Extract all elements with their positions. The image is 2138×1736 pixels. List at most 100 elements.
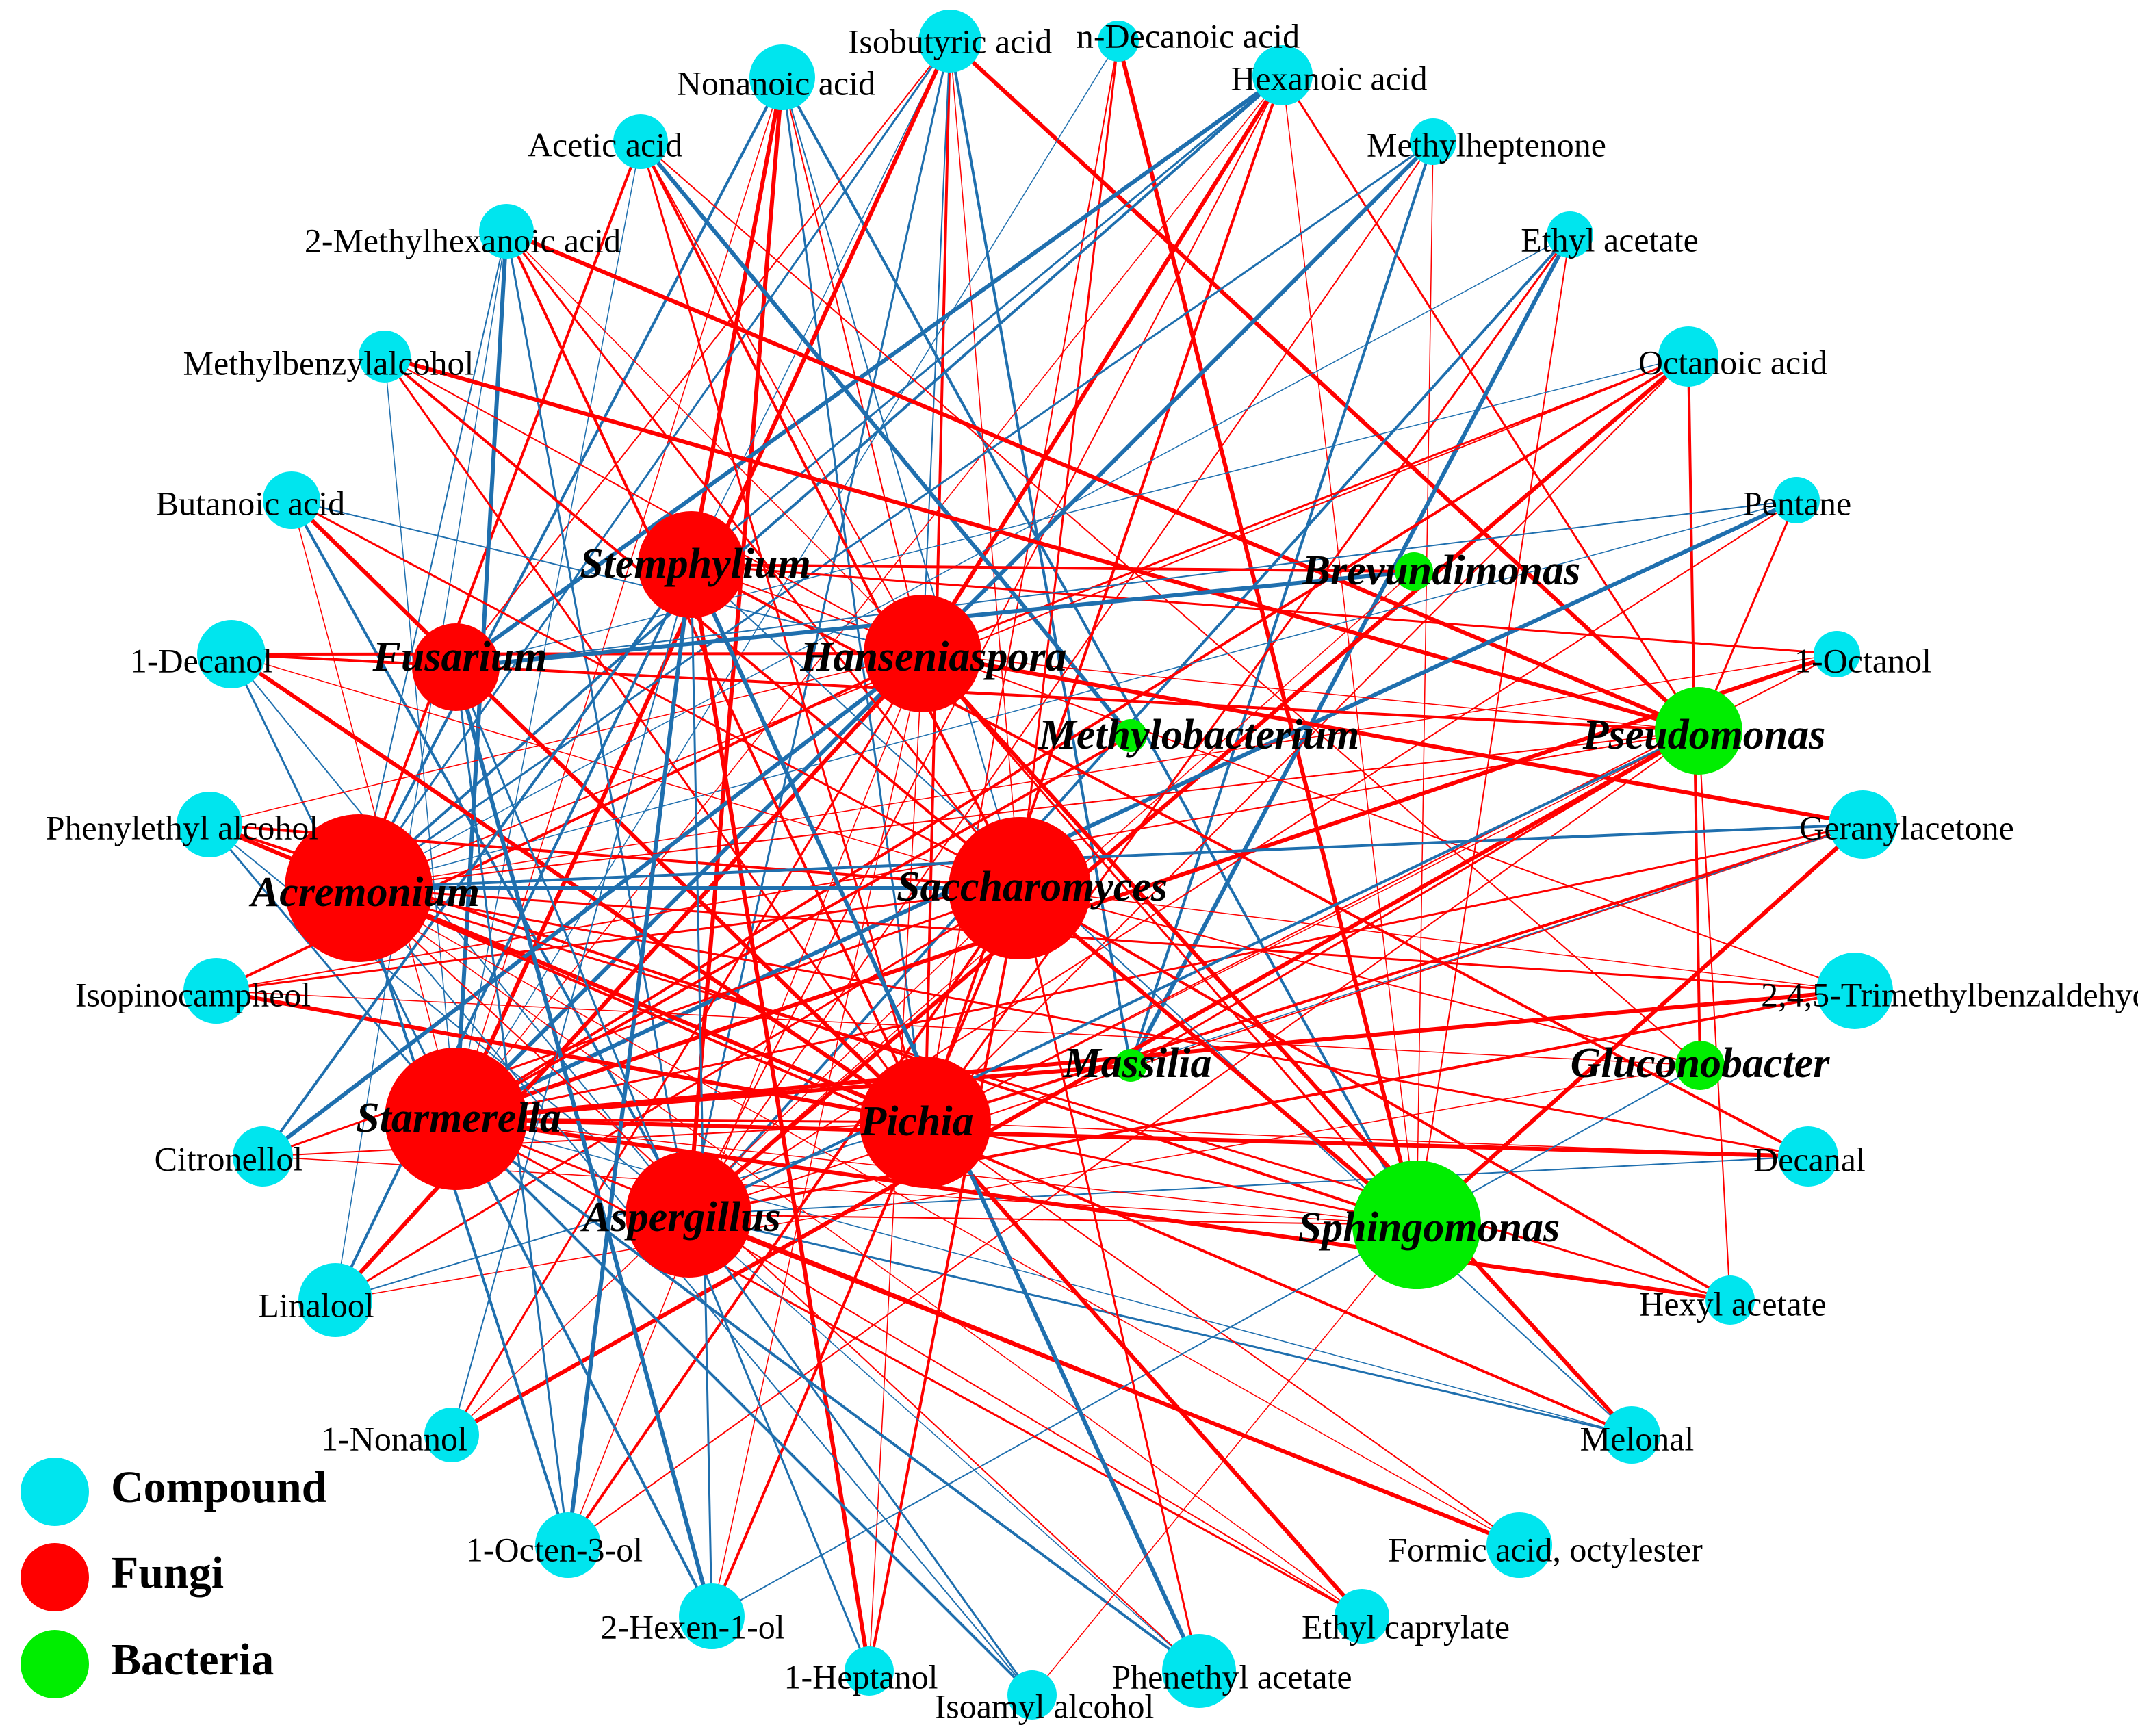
node-geranylacetone[interactable] <box>1829 790 1897 859</box>
node-butanoic[interactable] <box>263 471 320 529</box>
node-isoamyl[interactable] <box>1007 1670 1057 1720</box>
edge-butanoic-aspergillus <box>290 499 690 1216</box>
edge-geranylacetone-starmerella <box>454 823 1864 1120</box>
node-octanoic[interactable] <box>1658 326 1718 387</box>
node-massilia[interactable] <box>1114 1049 1147 1082</box>
node-aspergillus[interactable] <box>626 1152 751 1278</box>
node-brevundimonas[interactable] <box>1395 552 1433 591</box>
label-brevundimonas: Brevundimonas <box>1302 547 1581 594</box>
label-methylbenzyl: Methylbenzylalcohol <box>183 344 474 382</box>
node-gluconobacter[interactable] <box>1675 1041 1725 1090</box>
node-trimethylbenz[interactable] <box>1816 953 1893 1029</box>
edge-isoamyl-acremonium <box>358 888 1033 1696</box>
edge-formicoctyl-acremonium <box>358 888 1520 1546</box>
legend-label-fungi: Fungi <box>111 1548 224 1598</box>
node-phenylethyl[interactable] <box>177 792 242 857</box>
edge-acetic-gluconobacter <box>640 141 1701 1066</box>
label-formicoctyl: Formic acid, octylester <box>1388 1530 1703 1568</box>
edge-ethylcaprylate-aspergillus <box>688 1214 1363 1617</box>
label-ethylacetate: Ethyl acetate <box>1521 220 1699 259</box>
label-saccharomyces: Saccharomyces <box>897 864 1168 910</box>
node-methylobacterium[interactable] <box>1114 719 1147 752</box>
node-nonanoic[interactable] <box>749 44 815 110</box>
node-ndecanoic[interactable] <box>1098 21 1139 62</box>
node-acremonium[interactable] <box>285 814 433 962</box>
edge-citronellol-hanseniaspora <box>261 651 925 1158</box>
node-isobutyric[interactable] <box>918 10 981 73</box>
label-isoamyl: Isoamyl alcohol <box>935 1687 1155 1725</box>
node-formicoctyl[interactable] <box>1486 1512 1552 1578</box>
node-linalool[interactable] <box>298 1263 372 1337</box>
node-fusarium[interactable] <box>412 623 500 711</box>
node-decanal[interactable] <box>1778 1126 1838 1187</box>
edge-octen3ol-pseudomonas <box>567 730 1699 1546</box>
node-phenethylacetate[interactable] <box>1162 1634 1236 1708</box>
node-isopinocampheol[interactable] <box>183 958 249 1024</box>
label-octanol: 1-Octanol <box>1794 641 1931 679</box>
edge-fusarium-pentane <box>455 500 1797 668</box>
edge-starmerella-massilia <box>454 1063 1133 1121</box>
node-methylbenzyl[interactable] <box>359 331 411 383</box>
label-decanol: 1-Decanol <box>130 641 272 679</box>
node-pichia[interactable] <box>860 1057 991 1188</box>
node-sphingomonas[interactable] <box>1352 1161 1481 1289</box>
label-linalool: Linalool <box>258 1286 374 1324</box>
node-heptanol[interactable] <box>845 1646 894 1696</box>
edge-isobutyric-acremonium <box>357 40 951 890</box>
edge-isoamyl-aspergillus <box>687 1213 1033 1696</box>
edge-methylhexanoic-pichia <box>505 230 927 1124</box>
edge-nonanoic-saccharomyces <box>782 77 1020 889</box>
label-methylheptenone: Methylheptenone <box>1367 125 1606 164</box>
label-fusarium: Fusarium <box>372 634 547 680</box>
node-melonal[interactable] <box>1603 1406 1660 1464</box>
node-saccharomyces[interactable] <box>949 817 1091 959</box>
node-hexylacetate[interactable] <box>1705 1275 1755 1325</box>
node-pentane[interactable] <box>1773 477 1820 523</box>
label-phenylethyl: Phenylethyl alcohol <box>46 808 319 846</box>
edge-hexylacetate-acremonium <box>357 887 1731 1301</box>
node-acetic[interactable] <box>613 114 668 169</box>
node-ethylcaprylate[interactable] <box>1335 1589 1389 1644</box>
edge-formicoctyl-aspergillus <box>686 1213 1521 1547</box>
edge-hexen1ol-starmerella <box>454 1117 713 1618</box>
edge-nonanol-pseudomonas <box>450 729 1701 1437</box>
label-nonanol: 1-Nonanol <box>321 1419 467 1458</box>
edge-hexen1ol-stemphylium <box>690 563 713 1618</box>
edge-pichia-sphingomonas <box>924 1121 1418 1226</box>
node-pseudomonas[interactable] <box>1655 687 1742 775</box>
edge-hexen1ol-saccharomyces <box>710 887 1021 1618</box>
node-ethylacetate[interactable] <box>1547 211 1593 258</box>
edge-decanal-pichia <box>925 1122 1809 1157</box>
node-octen3ol[interactable] <box>535 1512 601 1578</box>
node-stemphylium[interactable] <box>638 511 745 618</box>
edge-octen3ol-hanseniaspora <box>567 653 923 1546</box>
edge-methylobacterium-starmerella <box>454 734 1132 1120</box>
edge-melonal-starmerella <box>455 1118 1632 1436</box>
node-layer <box>177 10 1897 1720</box>
edge-melonal-hanseniaspora <box>920 651 1634 1437</box>
edge-geranylacetone-massilia <box>1130 824 1864 1066</box>
node-methylhexanoic[interactable] <box>479 204 534 259</box>
node-nonanol[interactable] <box>424 1408 479 1462</box>
edge-hexen1ol-hanseniaspora <box>711 653 923 1617</box>
edge-acremonium-pseudomonas <box>358 730 1699 889</box>
node-methylheptenone[interactable] <box>1410 118 1456 165</box>
node-decanol[interactable] <box>197 620 266 688</box>
edge-ethylcaprylate-acremonium <box>358 888 1363 1617</box>
edge-ethylacetate-acremonium <box>358 234 1571 889</box>
edge-methylbenzyl-hanseniaspora <box>384 356 923 654</box>
node-starmerella[interactable] <box>385 1048 527 1190</box>
edge-methylheptenone-massilia <box>1129 140 1434 1067</box>
edge-phenethylacetate-saccharomyces <box>1018 887 1200 1672</box>
node-hanseniaspora[interactable] <box>864 595 981 712</box>
node-hexanoic[interactable] <box>1252 45 1313 105</box>
edge-heptanol-saccharomyces <box>868 887 1021 1672</box>
edge-saccharomyces-gluconobacter <box>1019 888 1701 1066</box>
node-hexen1ol[interactable] <box>679 1583 745 1649</box>
node-octanol[interactable] <box>1814 631 1860 677</box>
edge-octanol-starmerella <box>454 652 1839 1121</box>
label-methylhexanoic: 2-Methylhexanoic acid <box>305 221 621 259</box>
edge-butanoic-hanseniaspora <box>291 500 923 654</box>
node-citronellol[interactable] <box>233 1126 293 1187</box>
